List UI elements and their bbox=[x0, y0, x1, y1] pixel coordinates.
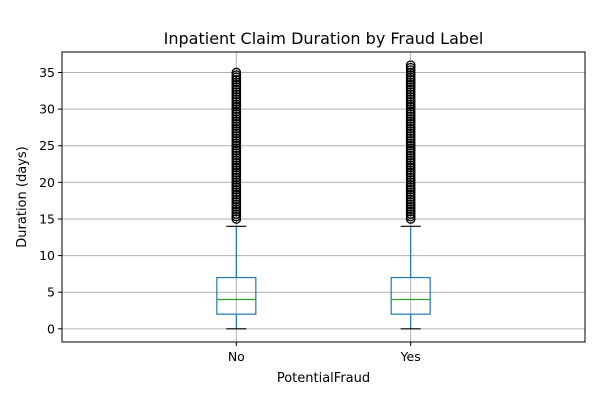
outlier-point bbox=[405, 106, 416, 117]
outlier-point bbox=[231, 84, 242, 95]
outlier-point bbox=[405, 84, 416, 95]
y-tick-label: 15 bbox=[39, 211, 55, 226]
outlier-point bbox=[231, 121, 242, 132]
outlier-point bbox=[405, 194, 416, 205]
outlier-point bbox=[405, 187, 416, 198]
outlier-point bbox=[231, 165, 242, 176]
box-yes bbox=[390, 60, 431, 330]
outlier-point bbox=[405, 165, 416, 176]
outlier-point bbox=[405, 143, 416, 154]
outlier-point bbox=[231, 67, 242, 78]
outlier-point bbox=[231, 70, 242, 80]
outlier-point bbox=[405, 62, 416, 73]
grid-lines bbox=[62, 52, 585, 342]
outlier-point bbox=[405, 172, 416, 183]
outlier-point bbox=[405, 209, 416, 219]
outlier-point bbox=[405, 179, 416, 190]
y-axis-label: Duration (days) bbox=[15, 146, 30, 247]
plot-area-frame bbox=[61, 51, 586, 343]
y-tick-label: 25 bbox=[39, 138, 55, 153]
outlier-point bbox=[405, 60, 416, 71]
outlier-point bbox=[231, 77, 242, 88]
y-tick-label: 10 bbox=[39, 248, 55, 263]
outlier-point bbox=[405, 92, 416, 102]
outlier-point bbox=[231, 143, 242, 154]
y-tick-label: 35 bbox=[39, 65, 55, 80]
chart-title: Inpatient Claim Duration by Fraud Label bbox=[164, 29, 484, 48]
outlier-point bbox=[405, 114, 416, 124]
outlier-point bbox=[405, 121, 416, 132]
y-tick-label: 20 bbox=[39, 175, 55, 190]
outlier-point bbox=[231, 92, 242, 102]
y-tick-label: 5 bbox=[47, 285, 55, 300]
outlier-point bbox=[231, 179, 242, 190]
outlier-point bbox=[231, 172, 242, 183]
outlier-point bbox=[231, 194, 242, 205]
outlier-point bbox=[231, 114, 242, 124]
outlier-point bbox=[231, 99, 242, 110]
outlier-point bbox=[405, 136, 416, 146]
iqr-box bbox=[216, 276, 257, 315]
outlier-point bbox=[231, 150, 242, 161]
box-series bbox=[216, 60, 431, 330]
iqr-box bbox=[390, 276, 431, 315]
y-tick-label: 0 bbox=[47, 321, 55, 336]
outlier-point bbox=[405, 128, 416, 139]
outlier-point bbox=[405, 77, 416, 88]
outlier-point bbox=[405, 70, 416, 80]
outlier-point bbox=[231, 209, 242, 219]
outlier-point bbox=[231, 187, 242, 198]
outlier-point bbox=[405, 158, 416, 168]
outlier-point bbox=[405, 150, 416, 161]
outlier-point bbox=[405, 99, 416, 110]
x-axis-label: PotentialFraud bbox=[277, 371, 370, 386]
outlier-point bbox=[231, 128, 242, 139]
y-axis-ticks: 0 5 10 15 20 25 30 35 bbox=[39, 65, 62, 336]
outlier-point bbox=[231, 158, 242, 168]
x-tick-label: Yes bbox=[400, 349, 421, 364]
outlier-point bbox=[231, 201, 242, 212]
outlier-point bbox=[405, 201, 416, 212]
outlier-point bbox=[231, 106, 242, 117]
x-tick-label: No bbox=[228, 349, 245, 364]
x-axis-ticks: No Yes bbox=[228, 342, 421, 364]
outlier-point bbox=[231, 136, 242, 146]
y-tick-label: 30 bbox=[39, 102, 55, 117]
box-no bbox=[216, 67, 257, 330]
